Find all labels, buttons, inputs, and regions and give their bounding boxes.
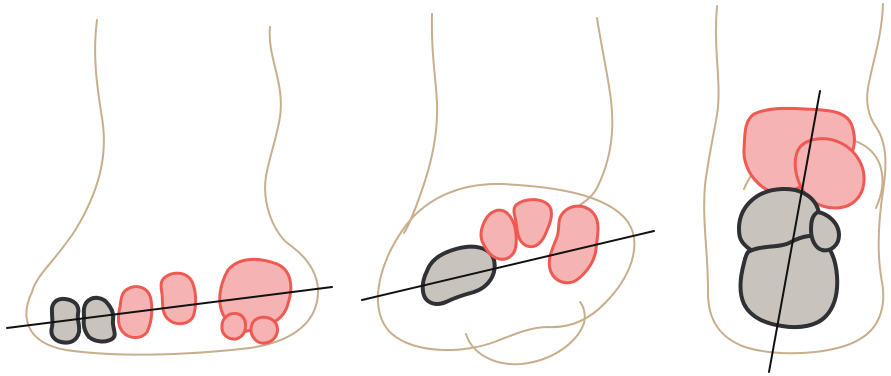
pink-bone-1e — [251, 317, 277, 343]
pink-bone-1b — [161, 273, 196, 323]
gray-bone-1b — [84, 298, 115, 342]
pink-bone-1d — [222, 313, 246, 339]
